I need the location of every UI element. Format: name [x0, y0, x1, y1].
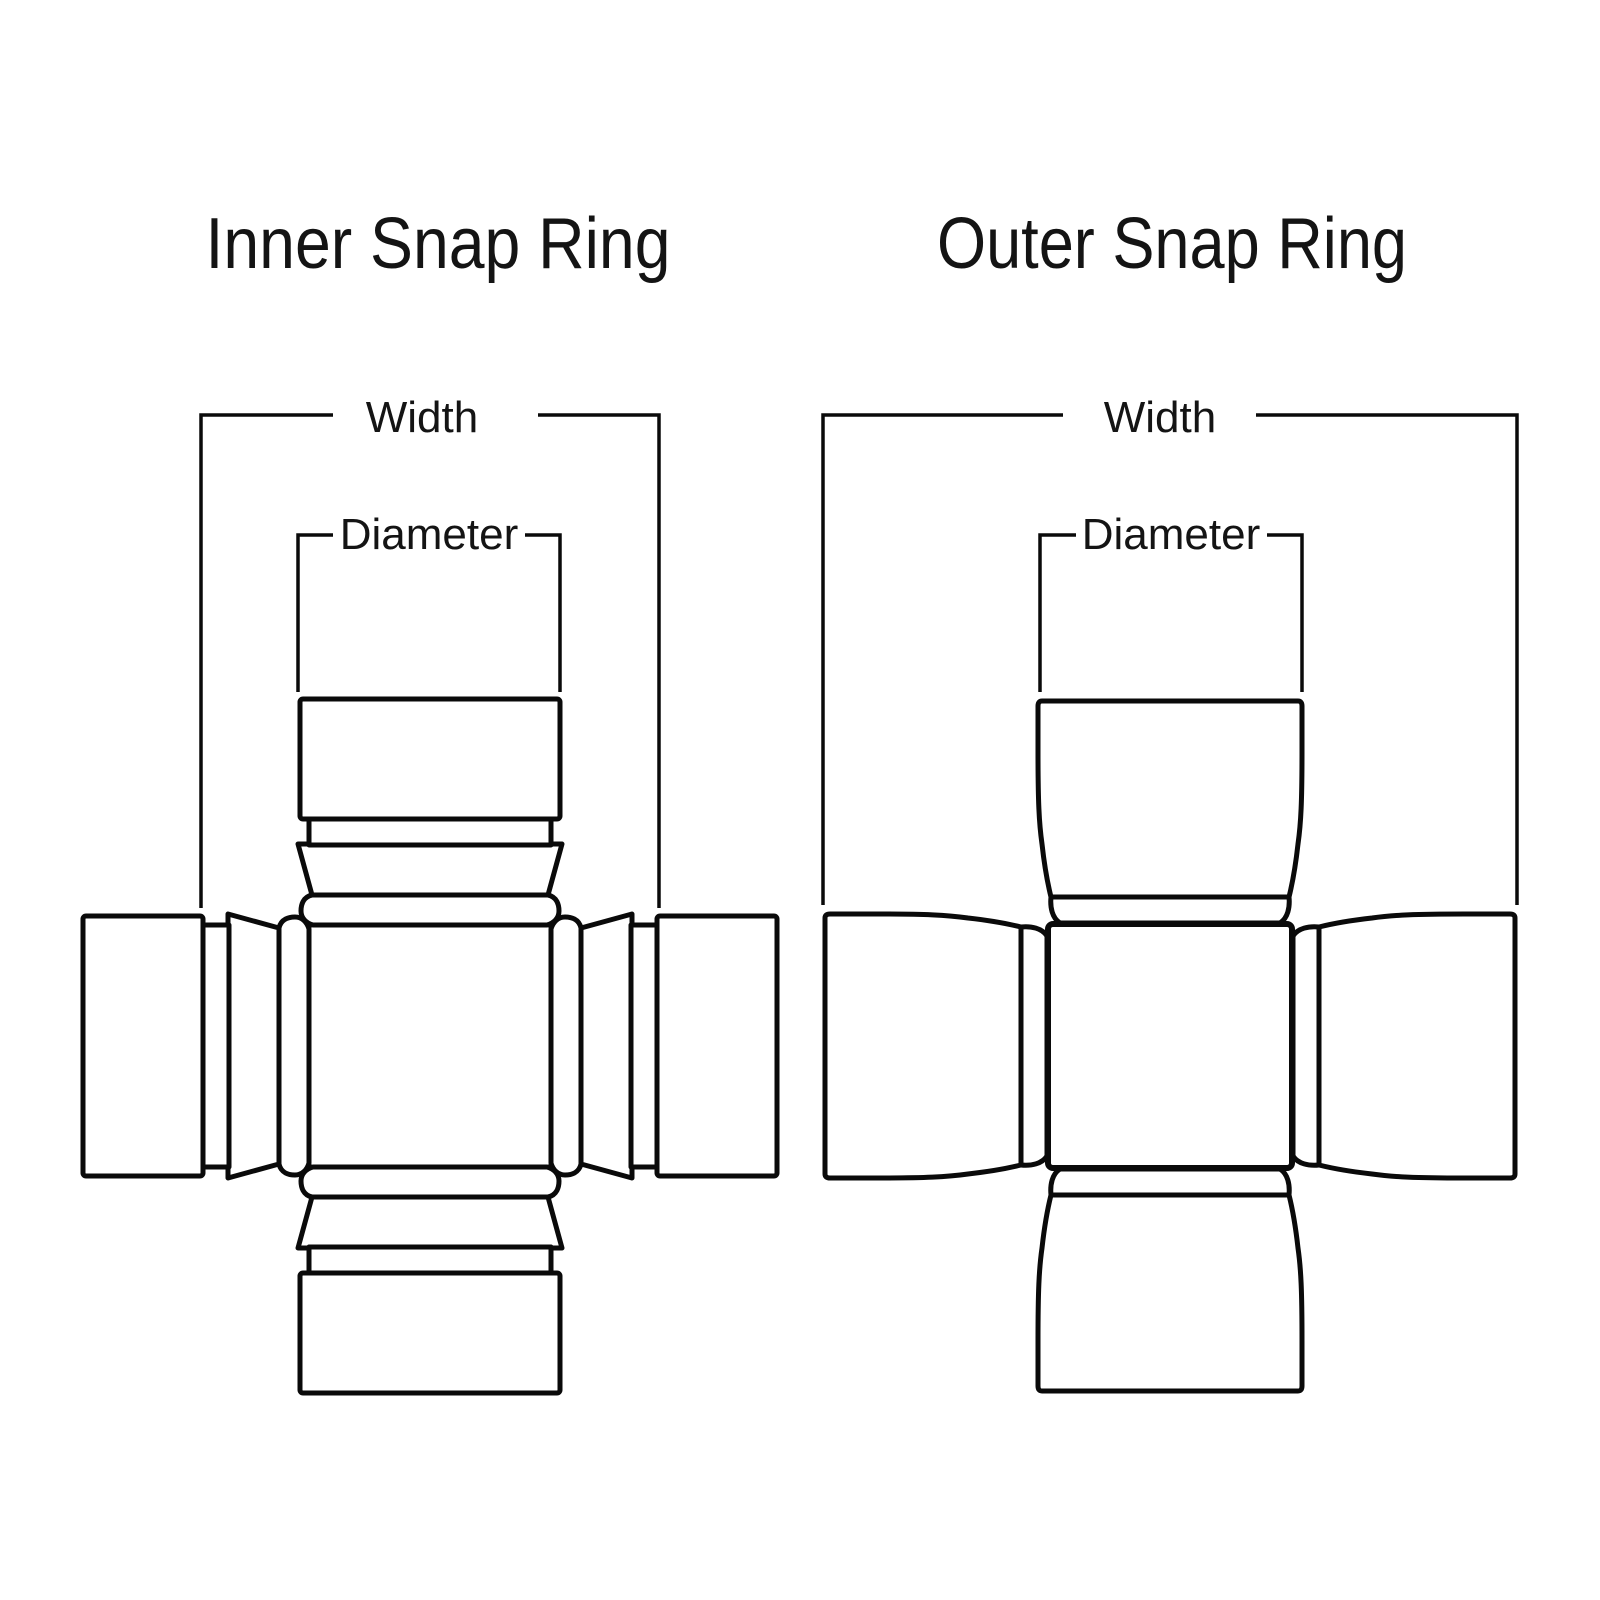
inner-cap-bottom	[298, 1167, 562, 1393]
inner-diagram-title: Inner Snap Ring	[206, 204, 671, 284]
inner-width-bracket-right	[538, 413, 661, 908]
outer-cap-right	[1293, 914, 1515, 1178]
inner-width-label: Width	[366, 393, 478, 442]
outer-cap-left	[825, 914, 1047, 1178]
outer-cap-bottom	[1038, 1169, 1302, 1391]
inner-cap-top	[298, 699, 562, 925]
inner-cross-body	[305, 921, 555, 1171]
inner-width-bracket-left	[199, 413, 333, 908]
outer-cross-body	[1045, 921, 1295, 1171]
outer-snap-ring-diagram: Outer Snap Ring Width Diameter	[821, 204, 1519, 1391]
inner-cross-assembly	[83, 699, 777, 1393]
outer-diameter-label: Diameter	[1082, 510, 1261, 559]
inner-cap-left	[83, 914, 309, 1178]
inner-snap-ring-diagram: Inner Snap Ring Width Diameter	[83, 204, 777, 1393]
outer-diagram-title: Outer Snap Ring	[937, 204, 1407, 284]
outer-cross-assembly	[825, 701, 1515, 1391]
outer-width-bracket-right	[1256, 413, 1519, 905]
outer-width-label: Width	[1104, 393, 1216, 442]
outer-width-bracket-left	[821, 413, 1063, 905]
inner-diameter-bracket-right	[525, 533, 562, 692]
inner-diameter-bracket-left	[296, 533, 333, 692]
inner-diameter-label: Diameter	[340, 510, 519, 559]
outer-diameter-bracket-right	[1267, 533, 1304, 692]
outer-diameter-bracket-left	[1038, 533, 1076, 692]
inner-cap-right	[551, 914, 777, 1178]
outer-cap-top	[1038, 701, 1302, 923]
